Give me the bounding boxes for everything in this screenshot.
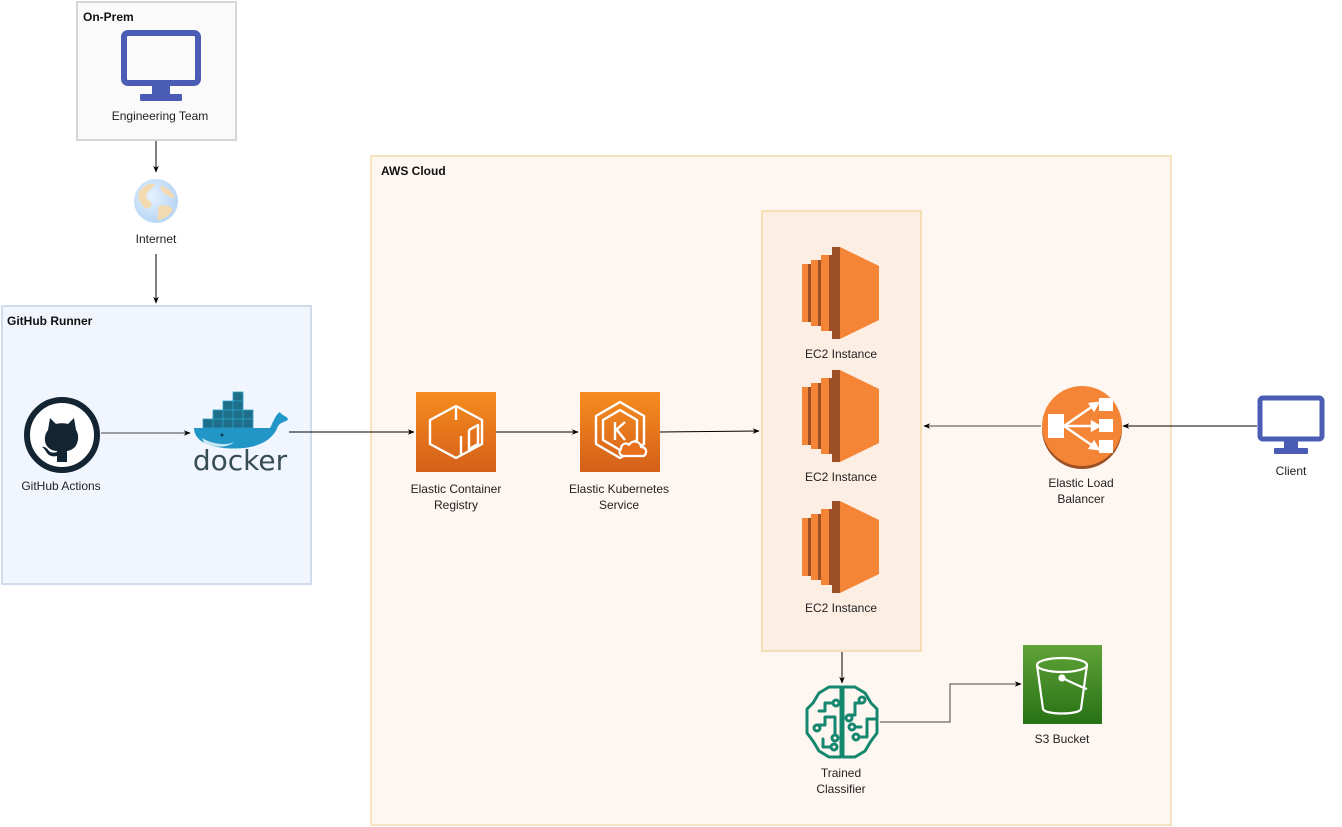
internet-label: Internet [135,232,177,246]
github-runner-title: GitHub Runner [7,314,93,328]
s3-bucket-label: S3 Bucket [1034,732,1090,746]
ecr-icon [416,392,496,472]
engineering-team-label: Engineering Team [111,109,209,123]
monitor-icon [1257,395,1325,454]
ecr-label-line2: Registry [433,498,479,512]
load-balancer-icon [1042,386,1122,469]
ecr-label-line1: Elastic Container [410,482,502,496]
monitor-icon [121,30,201,101]
ec2-instance-icon [802,247,879,339]
classifier-label-line2: Classifier [816,782,866,796]
docker-icon: docker [193,391,288,477]
eks-icon [580,392,660,472]
elb-label-line2: Balancer [1057,492,1105,506]
github-icon [24,397,100,473]
ec2-instance-icon [802,370,879,462]
ec2-instance-label-1: EC2 Instance [804,347,878,361]
aws-cloud-title: AWS Cloud [381,164,446,178]
globe-icon [134,179,178,223]
on-prem-title: On-Prem [83,10,134,24]
on-prem-group: On-Prem [76,1,237,141]
classifier-label-line1: Trained [820,766,862,780]
eks-label-line1: Elastic Kubernetes [568,482,670,496]
ml-brain-icon [805,685,879,759]
eks-label-line2: Service [598,498,640,512]
ec2-instance-icon [802,501,879,593]
client-label: Client [1275,464,1307,478]
github-actions-label: GitHub Actions [21,479,101,493]
elb-label-line1: Elastic Load [1048,476,1114,490]
ec2-instance-label-2: EC2 Instance [804,470,878,484]
ec2-instance-label-3: EC2 Instance [804,601,878,615]
docker-wordmark: docker [193,444,288,477]
s3-bucket-icon [1023,645,1102,724]
